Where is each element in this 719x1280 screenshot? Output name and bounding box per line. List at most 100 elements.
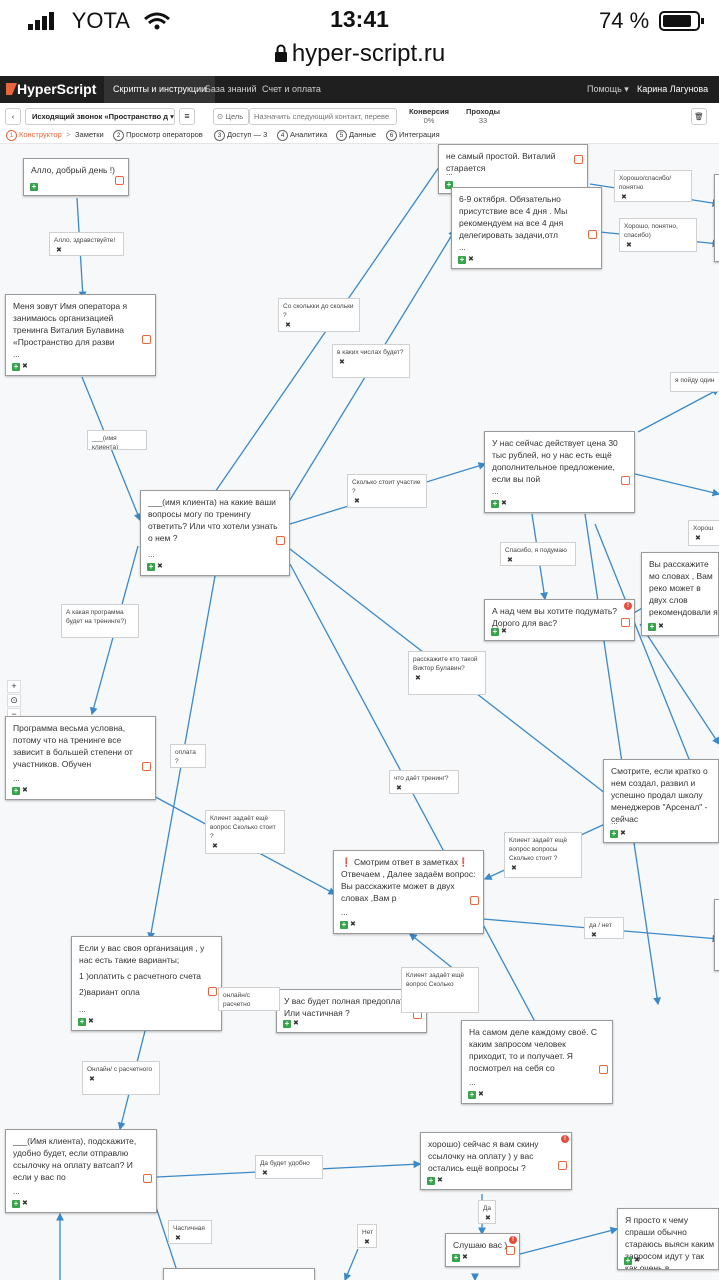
close-icon[interactable]: ✖ [22, 363, 28, 371]
close-icon[interactable]: ✖ [339, 359, 345, 366]
zoom-reset-button[interactable]: ⊙ [7, 694, 21, 707]
script-select[interactable]: Исходящий звонок «Пространство д ▾ [25, 108, 175, 125]
script-node[interactable]: Алло, добрый день !) + [23, 158, 129, 196]
answer-label[interactable]: Хорошо/спасибо/понятно✖ [614, 170, 692, 202]
add-icon[interactable]: + [491, 626, 499, 636]
add-icon[interactable]: + [648, 621, 656, 631]
close-icon[interactable]: ✖ [626, 242, 632, 249]
close-icon[interactable]: ✖ [695, 535, 701, 542]
address-bar[interactable]: hyper-script.ru [0, 40, 719, 76]
script-node[interactable]: Меня зовут Имя оператора я занимаюсь орг… [5, 294, 156, 376]
add-icon[interactable]: + [445, 179, 453, 189]
answer-label[interactable]: да / нет✖ [584, 917, 624, 939]
close-icon[interactable]: ✖ [478, 1091, 484, 1099]
output-port[interactable] [470, 896, 479, 905]
add-icon[interactable]: + [491, 498, 499, 508]
output-port[interactable] [143, 1174, 152, 1183]
script-node[interactable]: ___(имя клиента) на какие ваши вопросы м… [140, 490, 290, 576]
close-icon[interactable]: ✖ [415, 675, 421, 682]
add-icon[interactable]: + [78, 1016, 86, 1026]
close-icon[interactable]: ✖ [212, 843, 218, 850]
answer-label[interactable]: Спасибо, я подумаю✖ [500, 542, 576, 566]
answer-label[interactable]: ___(имя клиента)✖ [87, 430, 147, 450]
zoom-in-button[interactable]: + [7, 680, 21, 693]
add-icon[interactable]: + [12, 361, 20, 371]
answer-label[interactable]: Сколько стоит участие ?✖ [347, 474, 427, 508]
close-icon[interactable]: ✖ [468, 256, 474, 264]
answer-label[interactable]: Хорош✖ [688, 520, 719, 546]
close-icon[interactable]: ✖ [22, 787, 28, 795]
script-node[interactable]: Вы расскажите мо словах , Вам реко может… [641, 552, 719, 636]
answer-label[interactable]: Клиент задаёт ещё вопрос вопросы Сколько… [504, 832, 582, 878]
add-icon[interactable]: + [624, 1255, 632, 1265]
close-icon[interactable]: ✖ [175, 1235, 181, 1242]
close-icon[interactable]: ✖ [658, 623, 664, 631]
output-port[interactable] [142, 335, 151, 344]
output-port[interactable] [621, 476, 630, 485]
nav-billing[interactable]: Счет и оплата [262, 84, 321, 94]
answer-label[interactable]: Онлайн/ с расчетного✖ [82, 1061, 160, 1095]
nav-knowledge-base[interactable]: База знаний [205, 84, 257, 94]
goal-input[interactable] [249, 108, 397, 125]
script-node[interactable]: А над чем вы хотите подумать? Дорого для… [484, 599, 635, 641]
add-icon[interactable]: + [468, 1089, 476, 1099]
menu-button[interactable]: ≡ [179, 108, 195, 125]
add-icon[interactable]: + [458, 254, 466, 264]
close-icon[interactable]: ✖ [507, 557, 513, 564]
output-port[interactable] [276, 536, 285, 545]
close-icon[interactable]: ✖ [285, 322, 291, 329]
answer-label[interactable]: Да будет удобно✖ [255, 1155, 323, 1179]
close-icon[interactable]: ✖ [621, 194, 627, 201]
output-port[interactable] [506, 1246, 515, 1255]
close-icon[interactable]: ✖ [56, 247, 62, 254]
step-notes[interactable]: Заметки [75, 130, 104, 139]
script-node[interactable]: ___(Имя клиента), подскажите, удобно буд… [5, 1129, 157, 1213]
close-icon[interactable]: ✖ [511, 865, 517, 872]
answer-label[interactable]: Со сколькки до скольки ?✖ [278, 298, 360, 332]
close-icon[interactable]: ✖ [350, 921, 356, 929]
hyperscript-logo[interactable]: HyperScript [6, 81, 96, 97]
close-icon[interactable]: ✖ [293, 1020, 299, 1028]
nav-user-menu[interactable]: Карина Лагунова ▾ [637, 84, 709, 121]
add-icon[interactable]: + [610, 828, 618, 838]
back-button[interactable]: ‹ [5, 108, 21, 125]
close-icon[interactable]: ✖ [262, 1170, 268, 1177]
answer-label[interactable]: Клиент задаёт ещё вопрос Сколько стоит ?… [205, 810, 285, 854]
script-node[interactable]: Смотрите, если кратко о нем создал, разв… [603, 759, 719, 843]
script-node[interactable]: У нас сейчас действует цена 30 тыс рубле… [484, 431, 635, 513]
close-icon[interactable]: ✖ [89, 1076, 95, 1083]
answer-label[interactable]: расскажите кто такой Виктор Булавин?✖ [408, 651, 486, 695]
close-icon[interactable]: ✖ [354, 498, 360, 505]
answer-label[interactable]: в каких числах будет?✖ [332, 344, 410, 378]
add-icon[interactable]: + [427, 1175, 435, 1185]
url-display[interactable]: hyper-script.ru [0, 40, 719, 68]
close-icon[interactable]: ✖ [157, 563, 163, 571]
close-icon[interactable]: ✖ [620, 830, 626, 838]
answer-label[interactable]: Частичная✖ [168, 1220, 212, 1244]
close-icon[interactable]: ✖ [437, 1177, 443, 1185]
answer-label[interactable]: что даёт тренинг?✖ [389, 770, 459, 794]
answer-label[interactable]: онлайн/с расчетно [218, 987, 280, 1011]
add-icon[interactable]: + [283, 1018, 291, 1028]
close-icon[interactable]: ✖ [501, 500, 507, 508]
answer-label[interactable]: Алло, здравствуйте!✖ [49, 232, 124, 256]
script-node[interactable]: Слушаю вас ) +✖ ! [445, 1233, 520, 1267]
answer-label[interactable]: А какая программа будет на тренинге?) [61, 604, 139, 638]
add-icon[interactable]: + [340, 919, 348, 929]
close-icon[interactable]: ✖ [22, 1200, 28, 1208]
answer-label[interactable]: я пойду один [670, 372, 719, 392]
close-icon[interactable]: ✖ [501, 628, 507, 636]
close-icon[interactable]: ✖ [462, 1254, 468, 1262]
output-port[interactable] [574, 155, 583, 164]
script-node[interactable]: Если у вас своя организация , у нас есть… [71, 936, 222, 1031]
answer-label[interactable]: Нет✖ [357, 1224, 377, 1248]
script-node[interactable]: ❗ Смотрим ответ в заметках❗ Отвечаем , Д… [333, 850, 484, 934]
answer-label[interactable]: Клиент задаёт ещё вопрос Сколько [401, 967, 479, 1013]
close-icon[interactable]: ✖ [88, 1018, 94, 1026]
add-icon[interactable]: + [147, 561, 155, 571]
